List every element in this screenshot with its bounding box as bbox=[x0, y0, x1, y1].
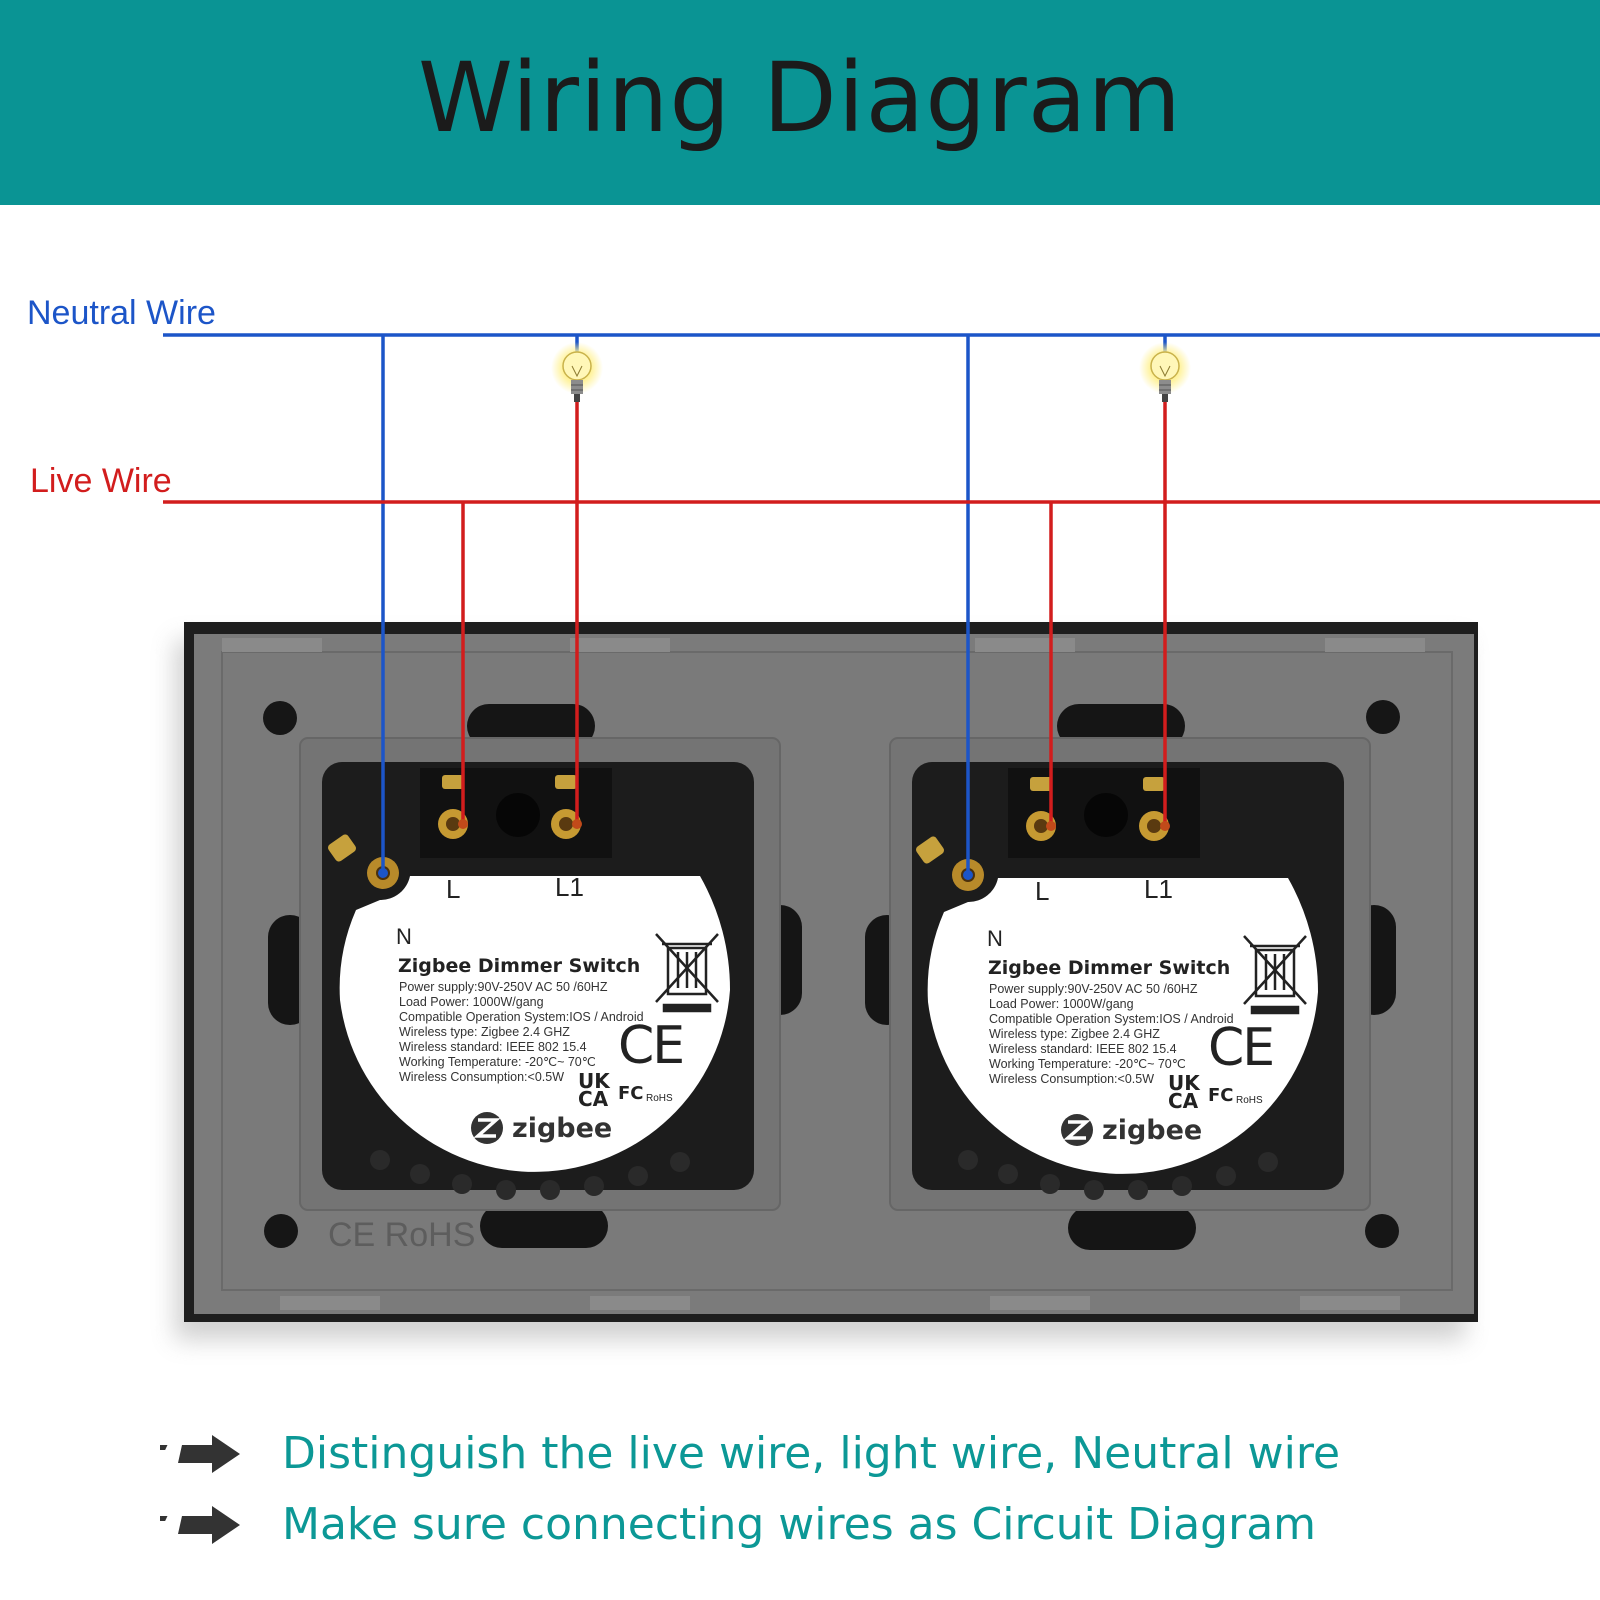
wiring-diagram: CE RoHS L L1 N Zigbee Dimmer Switch Powe… bbox=[163, 333, 1600, 1340]
fcc-mark: FC bbox=[1208, 1085, 1234, 1106]
neutral-wire-label: Neutral Wire bbox=[27, 294, 216, 332]
header-banner: Wiring Diagram bbox=[0, 0, 1600, 205]
terminal-l-label: L bbox=[1035, 876, 1049, 906]
light-bulb-icon bbox=[551, 342, 603, 402]
screw-hole bbox=[1365, 1214, 1399, 1248]
rohs-mark: RoHS bbox=[646, 1093, 673, 1104]
spec-line: Compatible Operation System:IOS / Androi… bbox=[989, 1012, 1234, 1026]
ce-mark: CE bbox=[1208, 1018, 1273, 1078]
ukca-mark-top: UK bbox=[578, 1069, 611, 1093]
screw-hole bbox=[264, 1214, 298, 1248]
spec-line: Power supply:90V-250V AC 50 /60HZ bbox=[399, 980, 608, 994]
instruction-row-1: Distinguish the live wire, light wire, N… bbox=[160, 1428, 1340, 1479]
spec-line: Wireless type: Zigbee 2.4 GHZ bbox=[399, 1025, 570, 1039]
zigbee-brand: zigbee bbox=[512, 1113, 612, 1144]
spec-line: Wireless type: Zigbee 2.4 GHZ bbox=[989, 1027, 1160, 1041]
module-title: Zigbee Dimmer Switch bbox=[988, 957, 1230, 979]
spec-line: Wireless Consumption:<0.5W bbox=[399, 1070, 564, 1084]
dimmer-module-2: L L1 N Zigbee Dimmer Switch Power supply… bbox=[912, 762, 1344, 1200]
dimmer-module-1: L L1 N Zigbee Dimmer Switch Power supply… bbox=[322, 762, 754, 1200]
light-bulb-icon bbox=[1139, 342, 1191, 402]
instruction-text: Make sure connecting wires as Circuit Di… bbox=[282, 1499, 1317, 1550]
spec-line: Wireless Consumption:<0.5W bbox=[989, 1072, 1154, 1086]
weee-bin-icon bbox=[1243, 935, 1307, 1015]
weee-bin-icon bbox=[655, 933, 719, 1013]
terminal-l1-label: L1 bbox=[1144, 874, 1173, 904]
arrow-right-icon bbox=[160, 1434, 240, 1473]
spec-line: Working Temperature: -20℃~ 70℃ bbox=[399, 1055, 596, 1069]
zigbee-brand: zigbee bbox=[1102, 1115, 1202, 1146]
terminal-n-label: N bbox=[396, 924, 412, 949]
ukca-mark-bottom: CA bbox=[578, 1087, 609, 1111]
spec-line: Load Power: 1000W/gang bbox=[989, 997, 1134, 1011]
screw-hole bbox=[263, 701, 297, 735]
ukca-mark-top: UK bbox=[1168, 1071, 1201, 1095]
spec-line: Power supply:90V-250V AC 50 /60HZ bbox=[989, 982, 1198, 996]
zigbee-logo-icon bbox=[1061, 1114, 1093, 1146]
spec-line: Wireless standard: IEEE 802 15.4 bbox=[399, 1040, 587, 1054]
spec-line: Load Power: 1000W/gang bbox=[399, 995, 544, 1009]
page-title: Wiring Diagram bbox=[417, 41, 1183, 154]
terminal-n-label: N bbox=[987, 926, 1003, 951]
ukca-mark-bottom: CA bbox=[1168, 1089, 1199, 1113]
spec-line: Working Temperature: -20℃~ 70℃ bbox=[989, 1057, 1186, 1071]
module-title: Zigbee Dimmer Switch bbox=[398, 955, 640, 977]
instruction-text: Distinguish the live wire, light wire, N… bbox=[282, 1428, 1341, 1479]
live-wires bbox=[163, 402, 1600, 826]
arrow-right-icon bbox=[160, 1505, 240, 1544]
terminal-l1-label: L1 bbox=[555, 872, 584, 902]
spec-line: Compatible Operation System:IOS / Androi… bbox=[399, 1010, 644, 1024]
terminal-l-label: L bbox=[446, 874, 460, 904]
screw-hole bbox=[1366, 700, 1400, 734]
fcc-mark: FC bbox=[618, 1083, 644, 1104]
instruction-row-2: Make sure connecting wires as Circuit Di… bbox=[160, 1499, 1316, 1550]
neutral-wires bbox=[163, 333, 1600, 875]
plate-ce-rohs-mark: CE RoHS bbox=[328, 1216, 475, 1254]
ce-mark: CE bbox=[618, 1016, 683, 1076]
zigbee-logo-icon bbox=[471, 1112, 503, 1144]
live-wire-label: Live Wire bbox=[30, 462, 172, 500]
spec-line: Wireless standard: IEEE 802 15.4 bbox=[989, 1042, 1177, 1056]
rohs-mark: RoHS bbox=[1236, 1095, 1263, 1106]
